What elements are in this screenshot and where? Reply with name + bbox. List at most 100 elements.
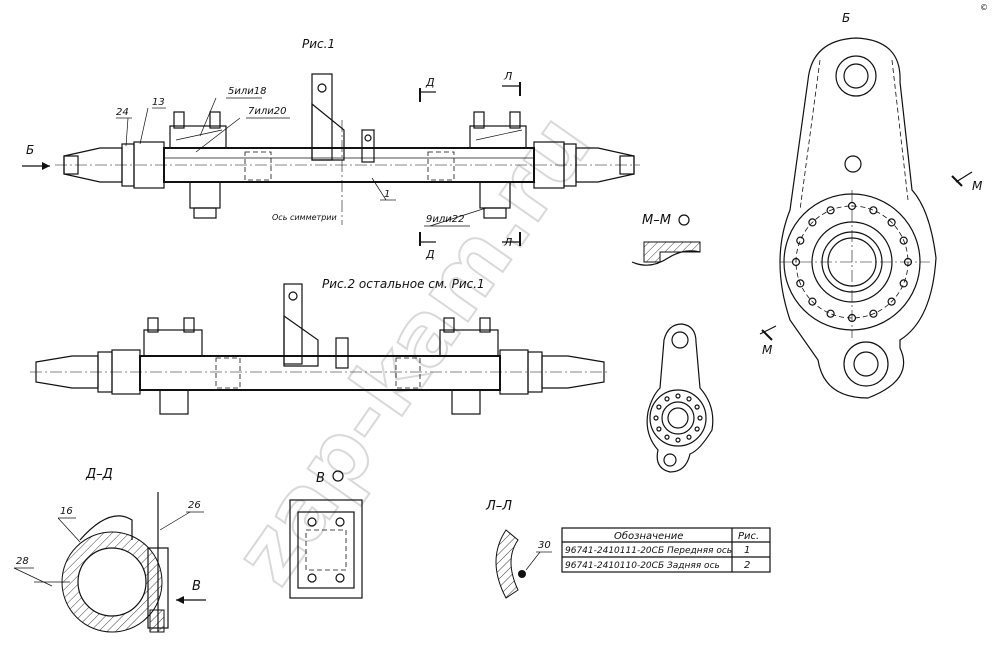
small-arm-bore [667, 407, 689, 429]
view-b-marker: Б [26, 143, 34, 157]
view-b-bolt-hole [826, 309, 835, 318]
view-v-plate [289, 499, 363, 599]
view-v-inner-plate [297, 511, 355, 589]
section-ll-title: Л–Л [485, 499, 512, 514]
section-m-top-arrow [955, 171, 973, 183]
small-bracket [361, 129, 375, 163]
view-v-bolt-3 [307, 573, 317, 583]
rear-right-spring-seat [439, 329, 499, 357]
right-seat-lug-b [509, 111, 521, 129]
right-seat-brace [475, 129, 523, 141]
leader-30 [525, 551, 541, 571]
small-arm-bolt-hole [686, 396, 692, 402]
small-arm-bolt-hole [656, 426, 662, 432]
figure-1-front-axle: Рис.1 [22, 37, 640, 261]
callout-16: 16 [60, 506, 73, 517]
section-mm-title: М–М [642, 213, 671, 228]
small-arm-bolt-hole [697, 415, 703, 421]
view-b-mid-hole [844, 155, 862, 173]
view-b-bolt-hole [887, 297, 896, 306]
callout-1: 1 [384, 189, 390, 200]
callout-28: 28 [16, 556, 29, 567]
view-b-bolt-hole [808, 297, 817, 306]
leader-28 [13, 567, 53, 587]
left-spindle [63, 147, 123, 183]
callout-9-or-22: 9или22 [426, 214, 464, 225]
view-v-title: В [316, 471, 325, 486]
view-b-bottom-boss [843, 341, 889, 387]
table-frame [561, 527, 771, 573]
section-d-bottom-label: Д [425, 248, 435, 261]
view-b-bolt-hole [796, 279, 805, 288]
view-b-outline [779, 37, 937, 399]
designation-table: Обозначение Рис. 96741-2410111-20СБ Пере… [561, 527, 771, 573]
view-b-bolt-hole [796, 236, 805, 245]
view-b-bolt-hole [899, 279, 908, 288]
central-bracket-gusset [311, 102, 345, 161]
rear-right-lug-b [479, 317, 491, 333]
view-b-bolt-hole [887, 218, 896, 227]
watermark: zap-kam.ru [215, 97, 610, 602]
right-lower-cap [483, 207, 507, 219]
left-spring-seat [169, 125, 227, 149]
view-b-bolt-hole [869, 309, 878, 318]
leader-5 [199, 97, 217, 137]
right-window [427, 151, 455, 181]
section-ll-weld [518, 570, 526, 578]
section-dd-bore [77, 547, 147, 617]
table-row-1-fig: 1 [744, 545, 750, 556]
rear-central-bracket [283, 283, 303, 365]
view-v-bolt-4 [335, 573, 345, 583]
view-b-bolt-hole [847, 201, 857, 211]
rear-right-lower-bracket [451, 389, 481, 415]
left-seat-lug-b [209, 111, 221, 129]
left-lower-cap [193, 207, 217, 219]
small-arm-bolt-hole [694, 426, 700, 432]
view-b-bottom-hole [853, 351, 879, 377]
leader-7 [195, 117, 241, 153]
section-l-top-label: Л [503, 70, 512, 83]
rear-axle-beam [139, 355, 501, 391]
section-d-d: Д–Д 16 26 28 В [13, 467, 206, 633]
view-b-bolt-hole [869, 206, 878, 215]
section-mm-break-line [631, 250, 701, 266]
rear-left-spring-seat [143, 329, 203, 357]
section-l-l: Л–Л 30 [485, 499, 552, 599]
section-l-bottom-label: Л [503, 236, 512, 249]
small-arm-bolt-hole [653, 415, 659, 421]
view-b-arrowhead [42, 162, 50, 170]
rear-left-lower-bracket [159, 389, 189, 415]
callout-26: 26 [188, 500, 201, 511]
small-arm-bolt-hole [664, 434, 670, 440]
small-arm-bottom-hole [663, 453, 677, 467]
rear-left-window [215, 357, 241, 389]
small-arm-flange [649, 389, 707, 447]
leader-13 [139, 107, 149, 145]
rear-small-bracket [335, 337, 349, 369]
callout-24: 24 [116, 107, 129, 118]
rear-left-lug-a [147, 317, 159, 333]
table-header-fig: Рис. [738, 531, 759, 542]
rear-right-lug-a [443, 317, 455, 333]
view-b-bolt-hole [808, 218, 817, 227]
small-arm-bolt-hole [675, 393, 681, 399]
figure-2-rear-axle: Рис.2 остальное см. Рис.1 [30, 277, 610, 415]
leader-24 [125, 117, 129, 147]
small-arm-hub [661, 401, 695, 435]
callout-5-or-18: 5или18 [228, 86, 266, 97]
small-arm-bolt-hole [675, 437, 681, 443]
left-seat-brace [175, 129, 223, 141]
small-arm-bolt-hole [664, 396, 670, 402]
small-arm-top-hole [671, 331, 689, 349]
small-arm-bolt-hole [694, 404, 700, 410]
small-arm-bolt-hole [686, 434, 692, 440]
central-bracket-hole [317, 83, 327, 93]
section-mm-hatched-part [643, 241, 701, 263]
view-b-knuckle-arm: Б М М [759, 11, 983, 399]
section-mm-marker [678, 214, 690, 226]
table-row-2-designation: 96741-2410110-20СБ Задняя ось [565, 561, 720, 571]
small-arm-outline [646, 323, 714, 473]
rear-right-window [395, 357, 421, 389]
view-v-bolt-2 [335, 517, 345, 527]
